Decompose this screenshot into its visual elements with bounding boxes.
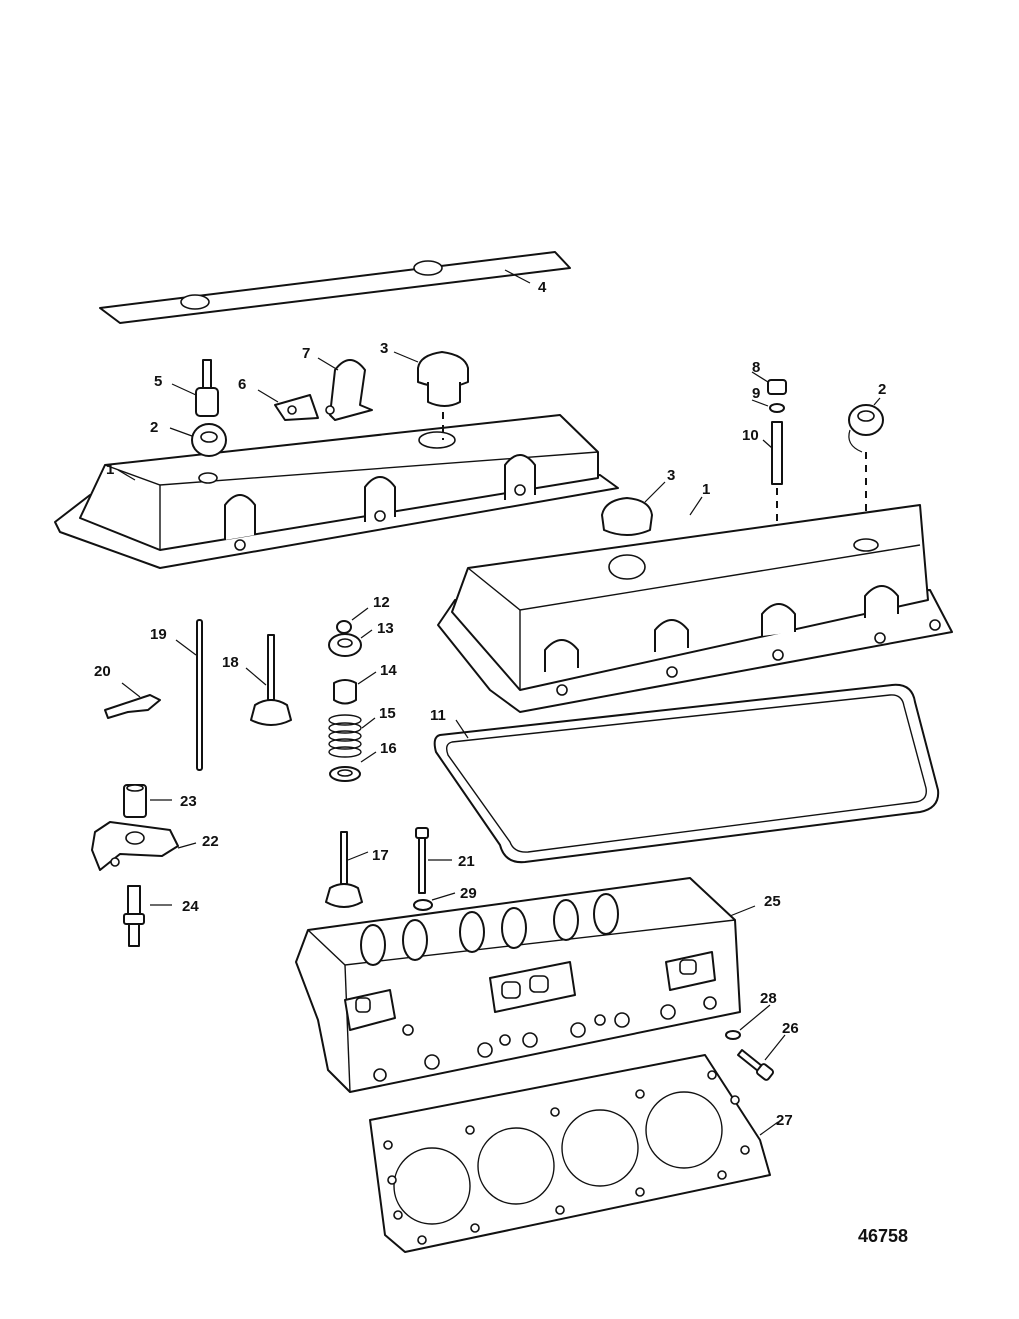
callout-labels: 1 1 2 2 3 3 4 5 6 7 8 9 10 11 12 13 14 1… [94,279,886,1129]
callout-2: 2 [150,419,158,436]
part-3-oil-cap-top [393,351,469,440]
part-1-left-valve-cover [54,414,619,569]
callout-10: 10 [742,427,759,444]
part-13-retainer [328,629,373,657]
callout-19: 19 [150,626,167,643]
callout-6: 6 [238,376,246,393]
part-4-cover-strip [99,251,571,324]
part-18-valve [245,634,292,726]
callout-20: 20 [94,663,111,680]
callout-16: 16 [380,740,397,757]
part-12-keepers [336,607,369,634]
callout-15: 15 [379,705,396,722]
part-27-head-gasket [369,1054,779,1253]
part-19-pushrod [175,619,203,771]
callout-1: 1 [702,481,710,498]
callout-3: 3 [667,467,675,484]
part-15-valve-spring [328,714,376,758]
callout-11: 11 [430,707,446,724]
head-ports [344,951,716,1031]
part-1-right-valve-cover [437,496,953,713]
part-16-spring-shim [329,751,377,782]
callout-22: 22 [202,833,219,850]
part-14-seal [333,671,377,705]
callout-5: 5 [154,373,162,390]
callout-25: 25 [764,893,781,910]
part-5-pcv-valve [171,359,219,417]
part-29-washer [413,892,456,911]
callout-12: 12 [373,594,390,611]
callout-29: 29 [460,885,477,902]
part-3-oil-cap-right [601,481,666,536]
part-17-valve [325,831,369,908]
part-26-bolt [737,1034,786,1081]
callout-23: 23 [180,793,197,810]
part-6-clip [257,389,319,421]
part-2-grommet-right [848,397,884,453]
callout-2: 2 [878,381,886,398]
part-25-cylinder-head [295,877,756,1093]
callout-4: 4 [538,279,547,296]
part-9-washer [751,399,785,413]
part-8-nut [751,371,787,395]
part-24-rocker-stud [123,885,172,947]
part-7-bracket [317,357,373,421]
callout-24: 24 [182,898,199,915]
callout-26: 26 [782,1020,799,1037]
head-bolt-holes [373,996,717,1082]
callout-9: 9 [752,385,760,402]
callout-17: 17 [372,847,389,864]
figure-number: 46758 [858,1226,908,1246]
callout-27: 27 [776,1112,793,1129]
callout-21: 21 [458,853,475,870]
callout-14: 14 [380,662,397,679]
callout-28: 28 [760,990,777,1007]
callout-13: 13 [377,620,394,637]
callout-1: 1 [106,461,114,478]
part-2-grommet-left [169,423,227,457]
callout-7: 7 [302,345,310,362]
part-23-pivot-nut [123,784,172,818]
part-21-head-bolt [415,827,452,894]
callout-18: 18 [222,654,239,671]
callout-8: 8 [752,359,760,376]
part-22-rocker-arm [91,821,197,871]
head-valve-springs [360,893,619,966]
part-28-washer [725,1004,771,1040]
callout-3: 3 [380,340,388,357]
part-20-guide-plate [104,682,161,719]
part-11-cover-gasket [433,683,940,864]
